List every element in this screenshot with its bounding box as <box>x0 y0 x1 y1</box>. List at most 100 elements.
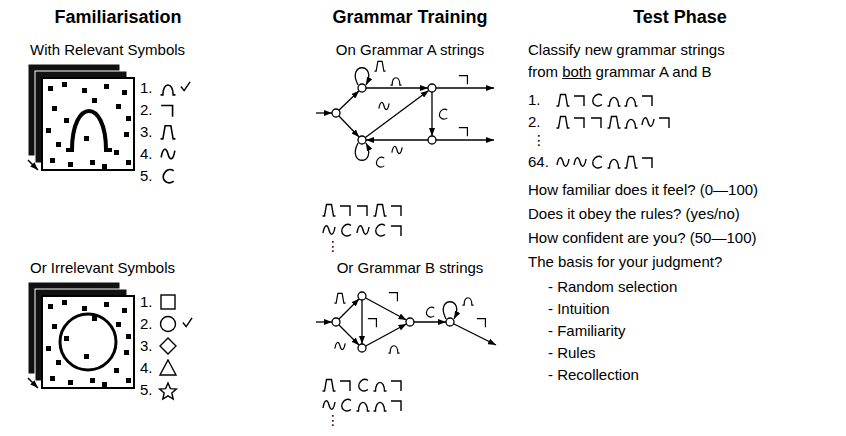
list-number: 3. <box>140 123 153 141</box>
drawing-part <box>323 380 336 392</box>
drawing-part <box>374 402 387 411</box>
drawing-part <box>390 78 401 85</box>
drawing-part <box>391 401 401 411</box>
grammar-b-strings <box>323 379 402 411</box>
screen-stack <box>28 282 134 388</box>
item-number: 1. <box>528 91 541 109</box>
drawing-part <box>625 119 638 128</box>
instruction-text: Classify new grammar strings <box>528 41 725 59</box>
drawing-part <box>376 157 384 167</box>
drawing-part <box>340 381 350 391</box>
drawing-part <box>336 88 362 113</box>
drawing-part <box>357 206 367 216</box>
grammar-a-edge-symbols <box>374 61 467 167</box>
item-number: 64. <box>528 153 549 171</box>
question-text: The basis for your judgment? <box>528 253 722 271</box>
drawing-part <box>574 96 584 106</box>
option-text: - Rules <box>548 344 596 362</box>
drawing-part <box>28 378 38 388</box>
drawing-part <box>359 379 368 390</box>
drawing-part <box>642 118 654 126</box>
drawing-part <box>439 109 447 119</box>
drawing-part <box>336 113 362 140</box>
emphasis-text: both <box>562 63 591 81</box>
drawing-part <box>323 205 336 217</box>
drawing-part <box>642 158 652 168</box>
column-heading: Test Phase <box>633 7 727 29</box>
list-number: 1. <box>140 293 153 311</box>
drawing-part <box>443 302 456 319</box>
instruction-text: from <box>528 63 558 81</box>
ellipsis-mark: ⋮ <box>532 132 546 149</box>
grammar-b-edge-symbols <box>334 293 485 354</box>
drawing-part <box>358 292 366 300</box>
ellipsis-mark: ⋮ <box>326 238 340 255</box>
subheading: Or Irrelevant Symbols <box>30 259 175 277</box>
drawing-part <box>335 342 345 349</box>
drawing-part <box>340 206 350 216</box>
option-text: - Intuition <box>548 300 610 318</box>
drawing-part <box>358 344 366 352</box>
grammar-b-network <box>316 292 496 352</box>
drawing-part <box>362 88 432 140</box>
drawing-part <box>28 160 38 170</box>
drawing-part <box>625 97 638 106</box>
drawing-part <box>161 105 172 116</box>
drawing-part <box>428 136 436 144</box>
test-strings <box>557 94 670 168</box>
drawing-part <box>459 76 468 85</box>
drawing-part <box>374 382 387 391</box>
drawing-part <box>376 224 385 235</box>
drawing-part <box>358 84 366 92</box>
drawing-part <box>183 318 192 327</box>
grammar-a-network <box>316 68 494 161</box>
list-number: 5. <box>140 167 153 185</box>
drawing-part <box>332 292 454 352</box>
drawing-part <box>557 95 570 107</box>
screen-stack <box>28 64 134 170</box>
drawing-part <box>332 84 436 144</box>
drawing-part <box>574 158 586 166</box>
drawing-part <box>477 319 486 328</box>
drawing-part <box>392 146 402 153</box>
drawing-part <box>332 318 340 326</box>
drawing-part <box>450 322 496 345</box>
list-number: 4. <box>140 145 153 163</box>
drawing-part <box>391 226 401 236</box>
list-number: 2. <box>140 315 153 333</box>
drawing-part <box>432 139 494 140</box>
drawing-part <box>66 111 112 150</box>
list-number: 2. <box>140 101 153 119</box>
drawing-part <box>625 157 638 169</box>
drawing-part <box>160 383 177 399</box>
grammar-a-strings <box>323 205 402 237</box>
drawing-part <box>323 401 335 409</box>
drawing-part <box>42 296 134 388</box>
drawing-part <box>591 118 601 128</box>
drawing-part <box>362 139 432 140</box>
drawing-part <box>42 78 134 170</box>
drawing-part <box>342 399 351 410</box>
drawing-part <box>374 61 385 71</box>
drawing-part <box>459 128 468 137</box>
drawing-part <box>334 293 345 303</box>
drawing-part <box>557 117 570 129</box>
drawing-part <box>389 293 398 302</box>
instruction-text: grammar A and B <box>596 63 712 81</box>
drawing-part <box>608 97 621 106</box>
column-heading: Grammar Training <box>332 7 487 29</box>
drawing-part <box>181 82 190 91</box>
drawing-part <box>323 226 335 234</box>
drawing-part <box>428 84 436 92</box>
drawing-part <box>46 82 131 169</box>
drawing-part <box>391 381 401 391</box>
drawing-part <box>362 322 410 348</box>
drawing-part <box>557 158 569 166</box>
subheading: Or Grammar B strings <box>337 259 484 277</box>
drawing-part <box>446 318 454 326</box>
drawing-part <box>426 307 434 317</box>
subheading: On Grammar A strings <box>336 41 484 59</box>
drawing-part <box>361 296 362 348</box>
drawing-part <box>432 87 494 88</box>
